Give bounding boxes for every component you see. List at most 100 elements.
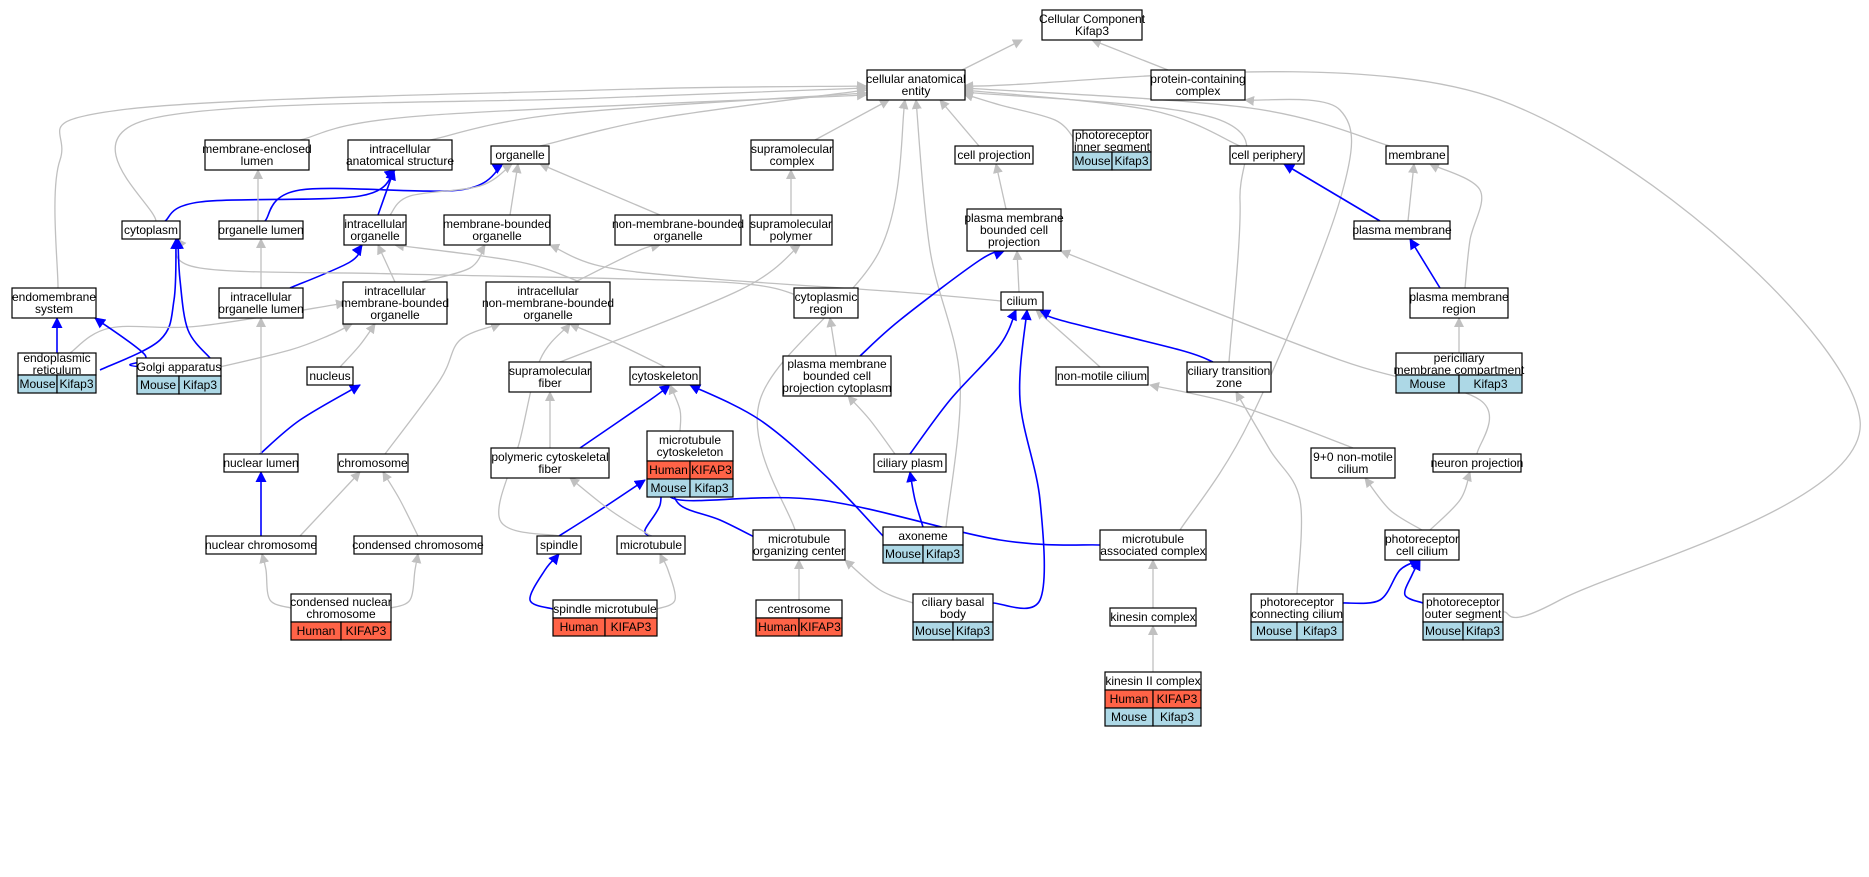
node-label-line: membrane compartment [1394,363,1525,377]
node-inmbo[interactable]: intracellularnon-membrane-boundedorganel… [482,281,614,325]
node-nchrom[interactable]: nuclear chromosome [205,535,317,555]
edge-pcc2-to-nmc90 [1364,477,1423,531]
node-mt[interactable]: microtubule [616,535,686,555]
gene-badge-cell [1152,707,1202,727]
edge-mac-to-mtcyt [667,479,1101,546]
edge-pcf-to-cytsk [579,384,671,449]
node-label-line: fiber [538,376,561,390]
node-box [490,447,610,479]
node-label-line: polymeric cytoskeletal [491,450,608,464]
node-spindle[interactable]: spindle [536,535,582,555]
node-box [866,69,966,101]
node-org[interactable]: organelle [490,145,550,165]
edge-pmr-to-pm [1409,238,1441,289]
edge-cilium-to-mbo [549,243,1002,302]
node-box [443,214,551,246]
node-box [1250,593,1344,623]
edge-er-to-cyto [99,238,182,371]
node-cilium[interactable]: cilium [1000,291,1044,311]
node-label-line: Cellular Component [1039,12,1146,26]
node-label-line: non-motile cilium [1057,369,1147,383]
species-label: Mouse [1409,377,1445,391]
node-box [1409,287,1509,319]
node-label-line: system [35,302,73,316]
node-label-line: Kifap3 [1075,24,1109,38]
node-cytsk[interactable]: cytoskeleton [629,366,701,386]
species-label: Human [758,620,797,634]
gene-badge-cell [798,617,843,637]
edge-axo-to-cae [911,99,961,528]
node-box [966,208,1062,252]
node-cchrom[interactable]: condensed chromosome [352,535,484,555]
node-mem[interactable]: membrane [1385,145,1449,165]
edge-golgi-to-imbo [219,323,353,368]
node-cyto[interactable]: cytoplasm [121,220,181,240]
edge-org-to-cae [539,86,867,147]
node-cper[interactable]: cell periphery [1229,145,1305,165]
node-nucleus[interactable]: nucleus [306,366,354,386]
node-nproj[interactable]: neuron projection [1431,453,1524,473]
node-label-line: spindle [540,538,578,552]
node-label-line: non-membrane-bounded [612,217,744,231]
gene-label: KIFAP3 [800,620,841,634]
gene-label: Kifap3 [59,377,93,391]
node-box [337,453,409,473]
edge-nucleus-to-imbo [339,323,376,368]
node-box [614,214,742,246]
node-pm[interactable]: plasma membrane [1352,220,1452,240]
node-nuclum[interactable]: nuclear lumen [223,453,299,473]
node-label-line: organelle [495,148,545,162]
edge-cyto-to-ias [164,169,396,222]
node-kc[interactable]: kinesin complex [1109,607,1197,627]
node-cproj[interactable]: cell projection [954,145,1034,165]
species-label: Human [649,463,688,477]
node-box [1000,291,1044,311]
gene-badge-cell [922,544,964,564]
node-nmc[interactable]: non-motile cilium [1055,366,1149,386]
node-orglum[interactable]: organelle lumen [218,220,304,240]
node-box [1385,145,1449,165]
node-chrom[interactable]: chromosome [337,453,409,473]
node-label-line: projection [988,235,1040,249]
node-cplasm[interactable]: ciliary plasm [873,453,947,473]
node-label-line: complex [770,154,815,168]
node-label-line: region [1442,302,1475,316]
